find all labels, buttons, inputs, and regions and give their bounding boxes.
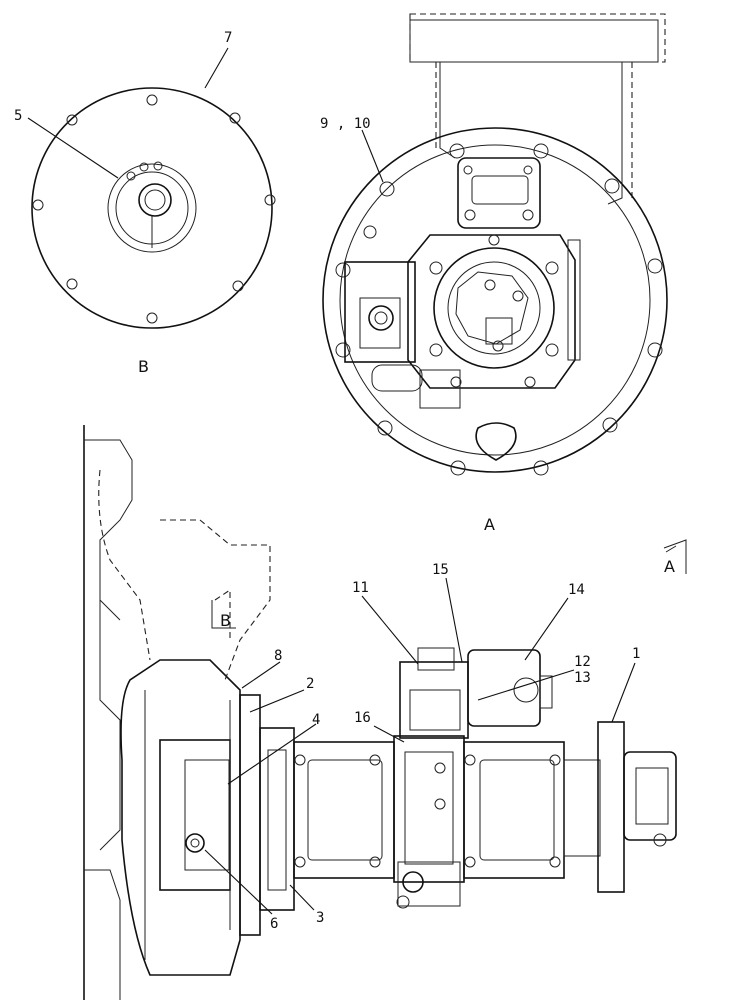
callout-3: 3 [316,910,324,926]
view-b-label: B [138,357,149,376]
side-view-assembly [83,425,677,1000]
leader-6 [204,849,273,915]
section-arrow-b-label: B [220,611,231,630]
callout-9-10: 9 , 10 [320,116,371,132]
callout-12: 12 [574,654,591,670]
callout-8: 8 [274,648,282,664]
callout-4: 4 [312,712,320,728]
view-b-flange-plate [31,87,276,329]
callout-13: 13 [574,670,591,686]
leader-1 [611,662,636,723]
leader-3 [289,884,315,911]
section-arrow-a-label: A [664,557,675,576]
leader-11 [361,595,419,665]
leader-15 [445,577,463,663]
callout-15: 15 [432,562,449,578]
view-a-label: A [484,515,495,534]
leader-7 [204,47,229,89]
callout-1: 1 [632,646,640,662]
view-a-end-view [322,13,668,476]
callout-2: 2 [306,676,314,692]
callout-11: 11 [352,580,369,596]
leader-2 [249,689,305,713]
section-arrow-a: A [663,539,687,576]
leader-9-10 [361,129,384,183]
leader-16 [373,725,405,743]
leader-8 [241,661,281,689]
callout-6: 6 [270,916,278,932]
leader-5 [27,117,119,179]
callout-14: 14 [568,582,585,598]
callout-5: 5 [14,108,22,124]
leader-4 [227,723,317,785]
callout-16: 16 [354,710,371,726]
section-arrow-b: B [211,600,236,630]
leader-14 [524,597,569,661]
leader-12-13 [477,669,575,701]
callout-7: 7 [224,30,232,46]
